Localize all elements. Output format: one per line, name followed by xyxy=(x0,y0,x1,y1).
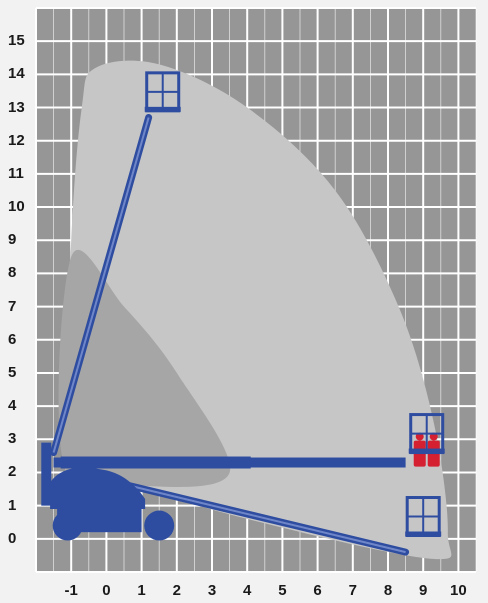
basket-below-ground-floor xyxy=(405,531,442,537)
y-tick-label: 5 xyxy=(8,363,17,381)
aerial-lift-machine xyxy=(41,71,445,556)
x-tick-label: -1 xyxy=(64,582,78,599)
y-tick-label: 9 xyxy=(8,231,17,249)
wheel-rear xyxy=(144,510,175,541)
y-tick-label: 12 xyxy=(8,131,25,149)
basket-below-ground xyxy=(405,496,442,538)
turntable-mast xyxy=(41,442,52,506)
x-tick-label: 7 xyxy=(348,582,357,599)
y-tick-label: 14 xyxy=(8,65,25,83)
basket-max-height xyxy=(144,71,181,113)
boom-max-height-highlight xyxy=(52,117,150,453)
y-tick-label: 13 xyxy=(8,98,25,116)
wheel-front xyxy=(52,510,83,541)
x-tick-label: 1 xyxy=(137,582,146,599)
basket-max-outreach-floor xyxy=(408,448,445,454)
y-tick-label: 0 xyxy=(8,529,17,547)
x-tick-label: 2 xyxy=(172,582,181,599)
x-tick-label: 10 xyxy=(450,582,467,599)
y-tick-label: 4 xyxy=(8,397,17,415)
y-tick-label: 6 xyxy=(8,330,17,348)
basket-max-outreach xyxy=(408,413,445,455)
y-tick-label: 15 xyxy=(8,32,25,50)
x-tick-label: 8 xyxy=(383,582,393,599)
y-tick-label: 2 xyxy=(8,463,17,481)
x-tick-label: 3 xyxy=(207,582,217,599)
x-tick-label: 0 xyxy=(102,582,111,599)
x-tick-label: 9 xyxy=(419,582,428,599)
boom-max-outreach-base-section xyxy=(60,456,251,469)
x-tick-label: 5 xyxy=(278,582,287,599)
y-tick-label: 1 xyxy=(8,496,17,514)
basket-max-height-floor xyxy=(144,106,181,112)
turntable-body xyxy=(50,467,146,509)
inner-envelope-region xyxy=(58,249,231,490)
x-tick-label: 4 xyxy=(243,582,252,599)
x-tick-label: 6 xyxy=(313,582,322,599)
y-tick-label: 11 xyxy=(8,164,24,182)
y-tick-label: 3 xyxy=(8,430,17,448)
y-tick-label: 10 xyxy=(8,198,25,216)
y-tick-label: 8 xyxy=(8,264,17,282)
y-tick-label: 7 xyxy=(8,297,17,315)
